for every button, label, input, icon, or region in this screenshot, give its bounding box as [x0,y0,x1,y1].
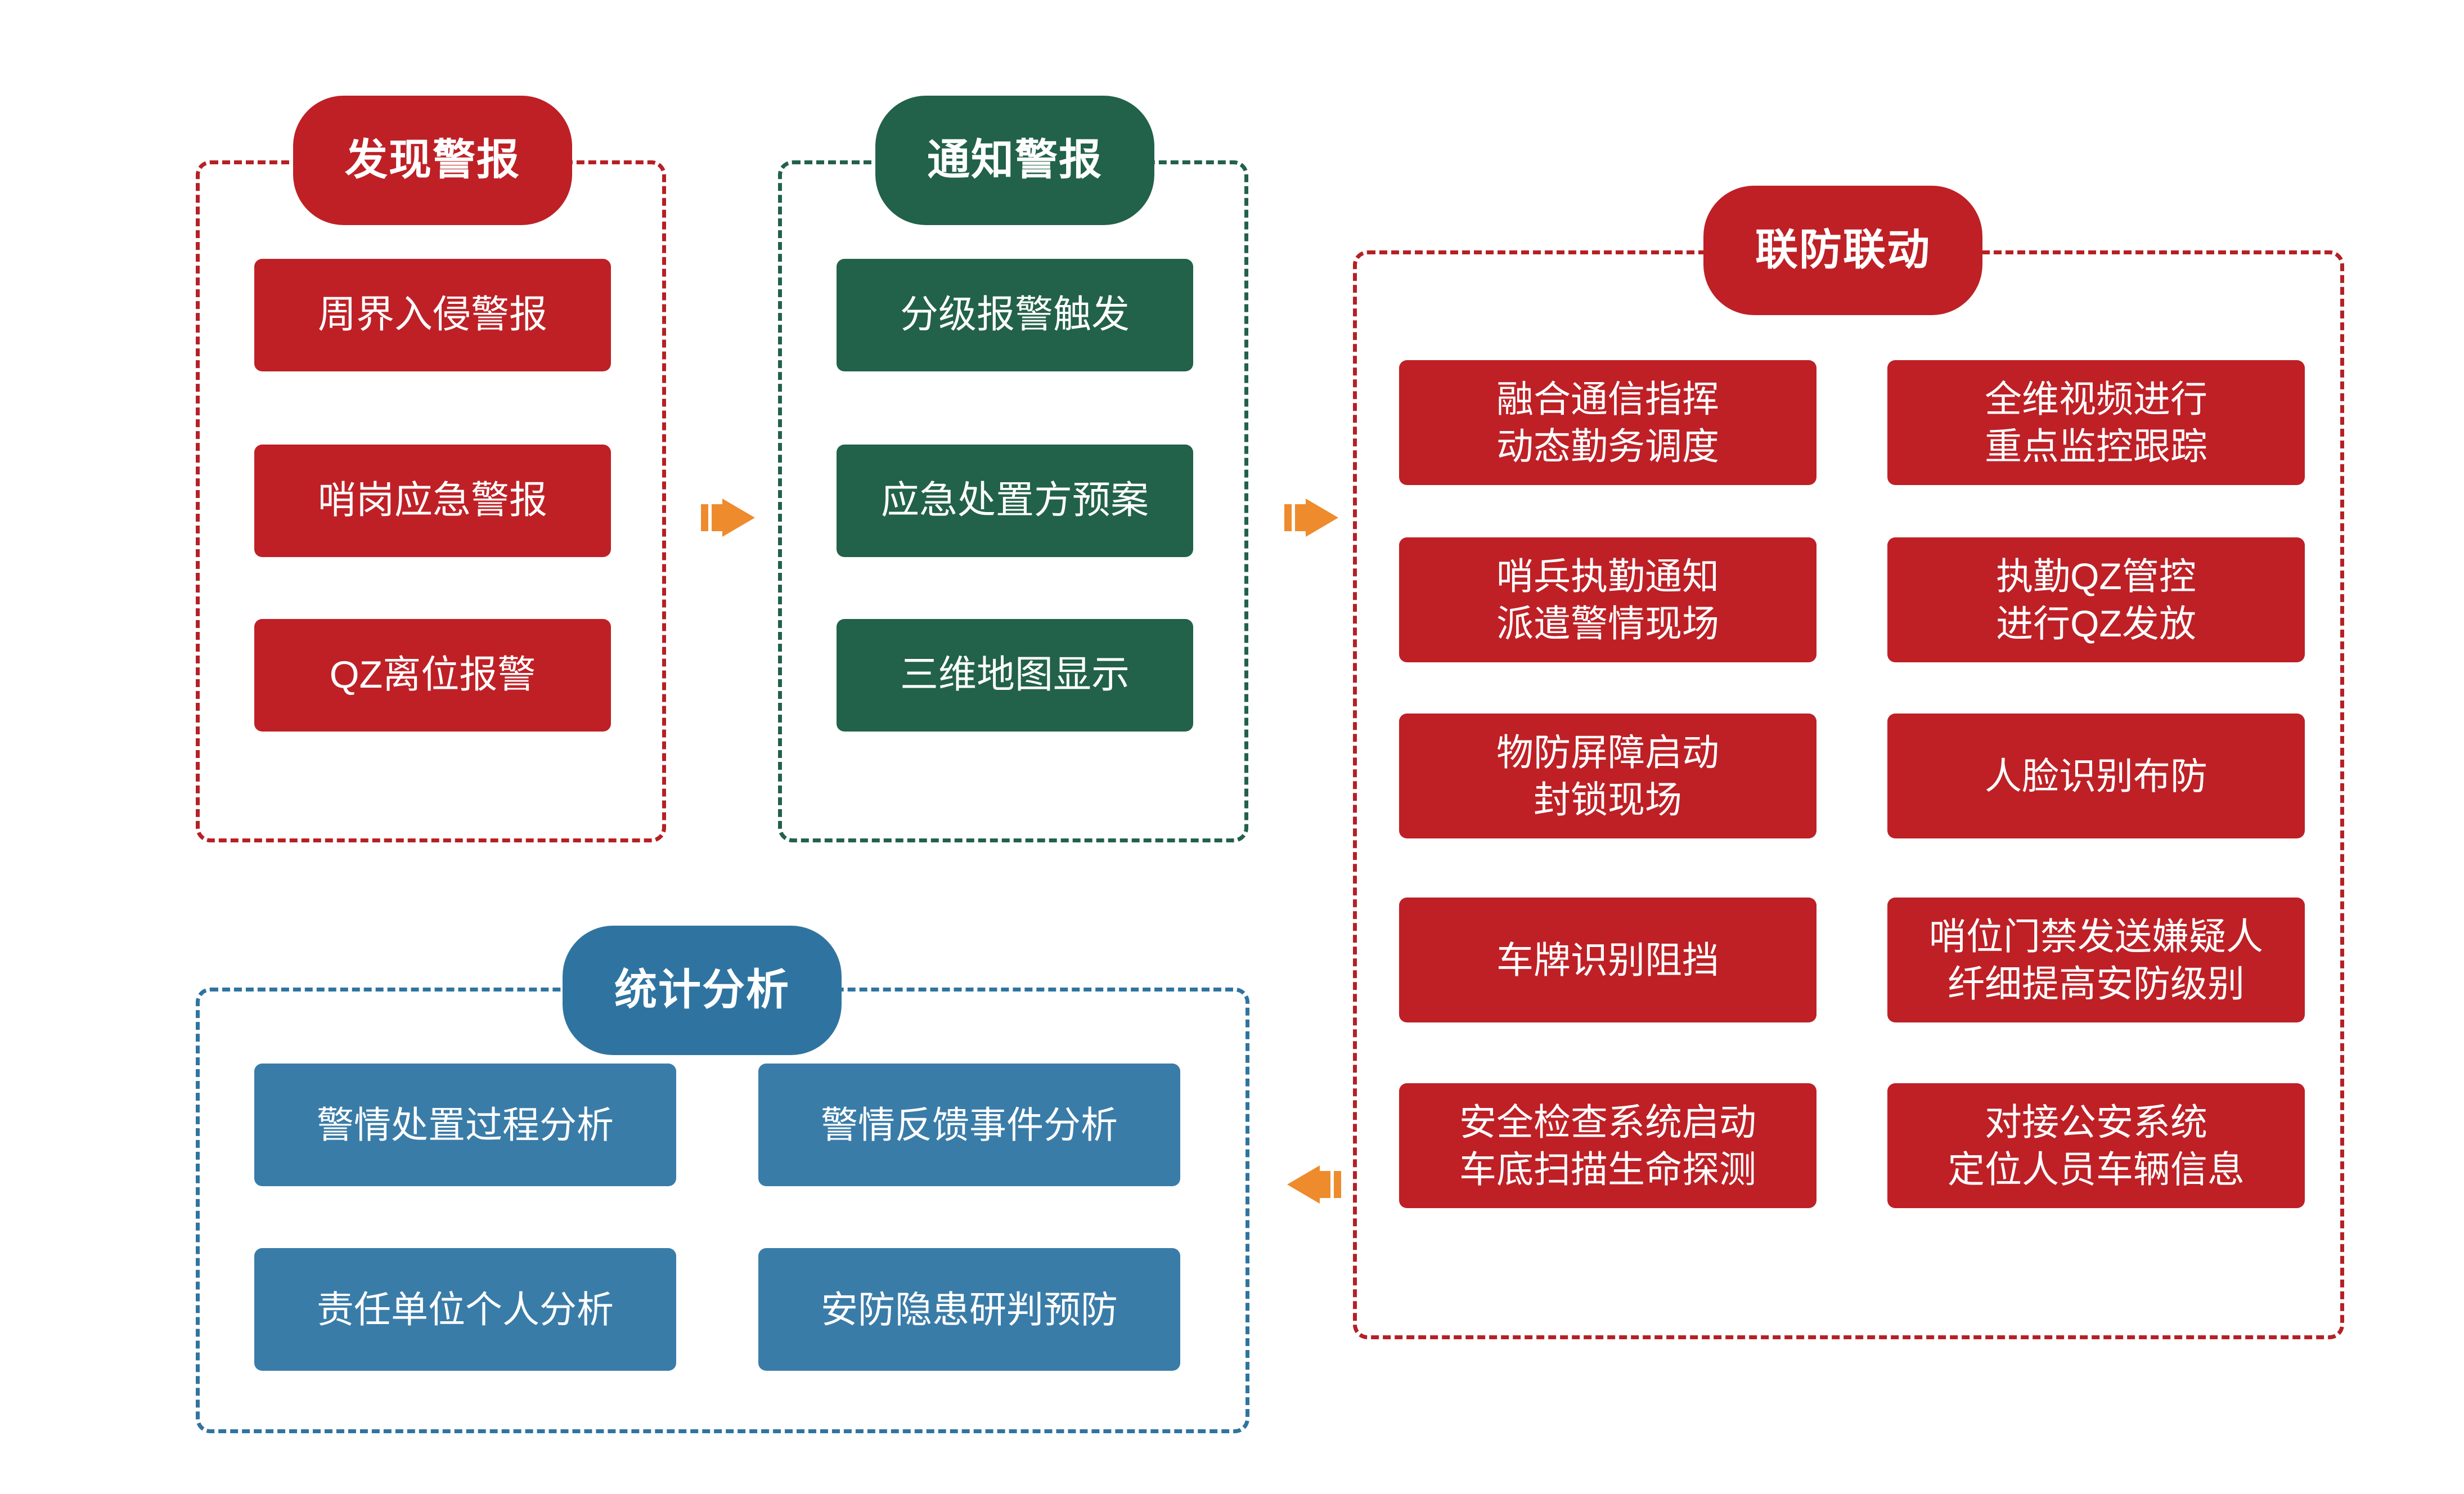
item-box-physical-barrier-lockdown[interactable]: 物防屏障启动 封锁现场 [1399,714,1816,838]
item-box-fusion-comms-command[interactable]: 融合通信指挥 动态勤务调度 [1399,360,1816,485]
item-box-sentry-emergency-alarm[interactable]: 哨岗应急警报 [254,445,611,557]
item-box-public-security-system-link[interactable]: 对接公安系统 定位人员车辆信息 [1887,1083,2305,1208]
item-box-qz-offpost-alarm[interactable]: QZ离位报警 [254,619,611,732]
item-box-alarm-feedback-event-analysis[interactable]: 警情反馈事件分析 [758,1064,1180,1186]
item-box-graded-alarm-trigger[interactable]: 分级报警触发 [837,259,1193,371]
arrow-notify-to-joint-icon [1280,484,1347,551]
item-box-post-access-suspect-alert[interactable]: 哨位门禁发送嫌疑人 纤细提高安防级别 [1887,898,2305,1022]
item-box-alarm-handling-process-analysis[interactable]: 警情处置过程分析 [254,1064,676,1186]
item-box-plate-recognition-block[interactable]: 车牌识别阻挡 [1399,898,1816,1022]
item-box-emergency-response-plan[interactable]: 应急处置方预案 [837,445,1193,557]
section-header-discover-alarm[interactable]: 发现警报 [293,96,572,225]
item-box-perimeter-intrusion-alarm[interactable]: 周界入侵警报 [254,259,611,371]
item-box-face-recognition-deployment[interactable]: 人脸识别布防 [1887,714,2305,838]
section-header-notify-alarm[interactable]: 通知警报 [875,96,1154,225]
arrow-joint-to-statistics-icon [1278,1151,1346,1218]
item-box-3d-map-display[interactable]: 三维地图显示 [837,619,1193,732]
item-box-duty-qz-control-issue[interactable]: 执勤QZ管控 进行QZ发放 [1887,537,2305,662]
item-box-full-dimension-video-tracking[interactable]: 全维视频进行 重点监控跟踪 [1887,360,2305,485]
item-box-security-hazard-prevention[interactable]: 安防隐患研判预防 [758,1248,1180,1371]
item-box-sentry-duty-dispatch[interactable]: 哨兵执勤通知 派遣警情现场 [1399,537,1816,662]
arrow-discover-to-notify-icon [696,484,764,551]
section-header-joint-defense[interactable]: 联防联动 [1703,186,1982,315]
item-box-responsible-unit-person-analysis[interactable]: 责任单位个人分析 [254,1248,676,1371]
section-header-statistics-analysis[interactable]: 统计分析 [563,926,842,1055]
item-box-security-check-underbody-scan[interactable]: 安全检查系统启动 车底扫描生命探测 [1399,1083,1816,1208]
